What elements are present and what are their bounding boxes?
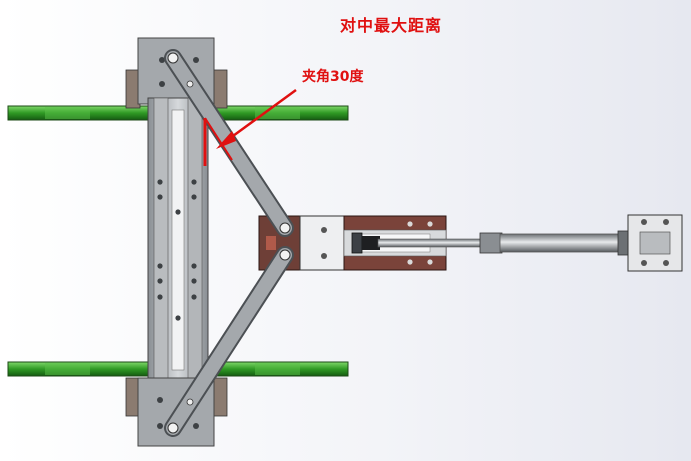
angle-arc-line bbox=[204, 117, 233, 161]
angle-annotation: 夹角30度 bbox=[302, 69, 364, 85]
arrow-icon bbox=[216, 88, 297, 149]
end-bracket bbox=[627, 214, 683, 272]
block-bottom-right bbox=[212, 377, 228, 417]
block-top-right bbox=[212, 69, 228, 109]
diagram-title: 对中最大距离 bbox=[340, 16, 443, 35]
frame-bolts bbox=[157, 57, 199, 429]
air-cylinder bbox=[351, 230, 633, 256]
lower-arm bbox=[164, 246, 294, 437]
